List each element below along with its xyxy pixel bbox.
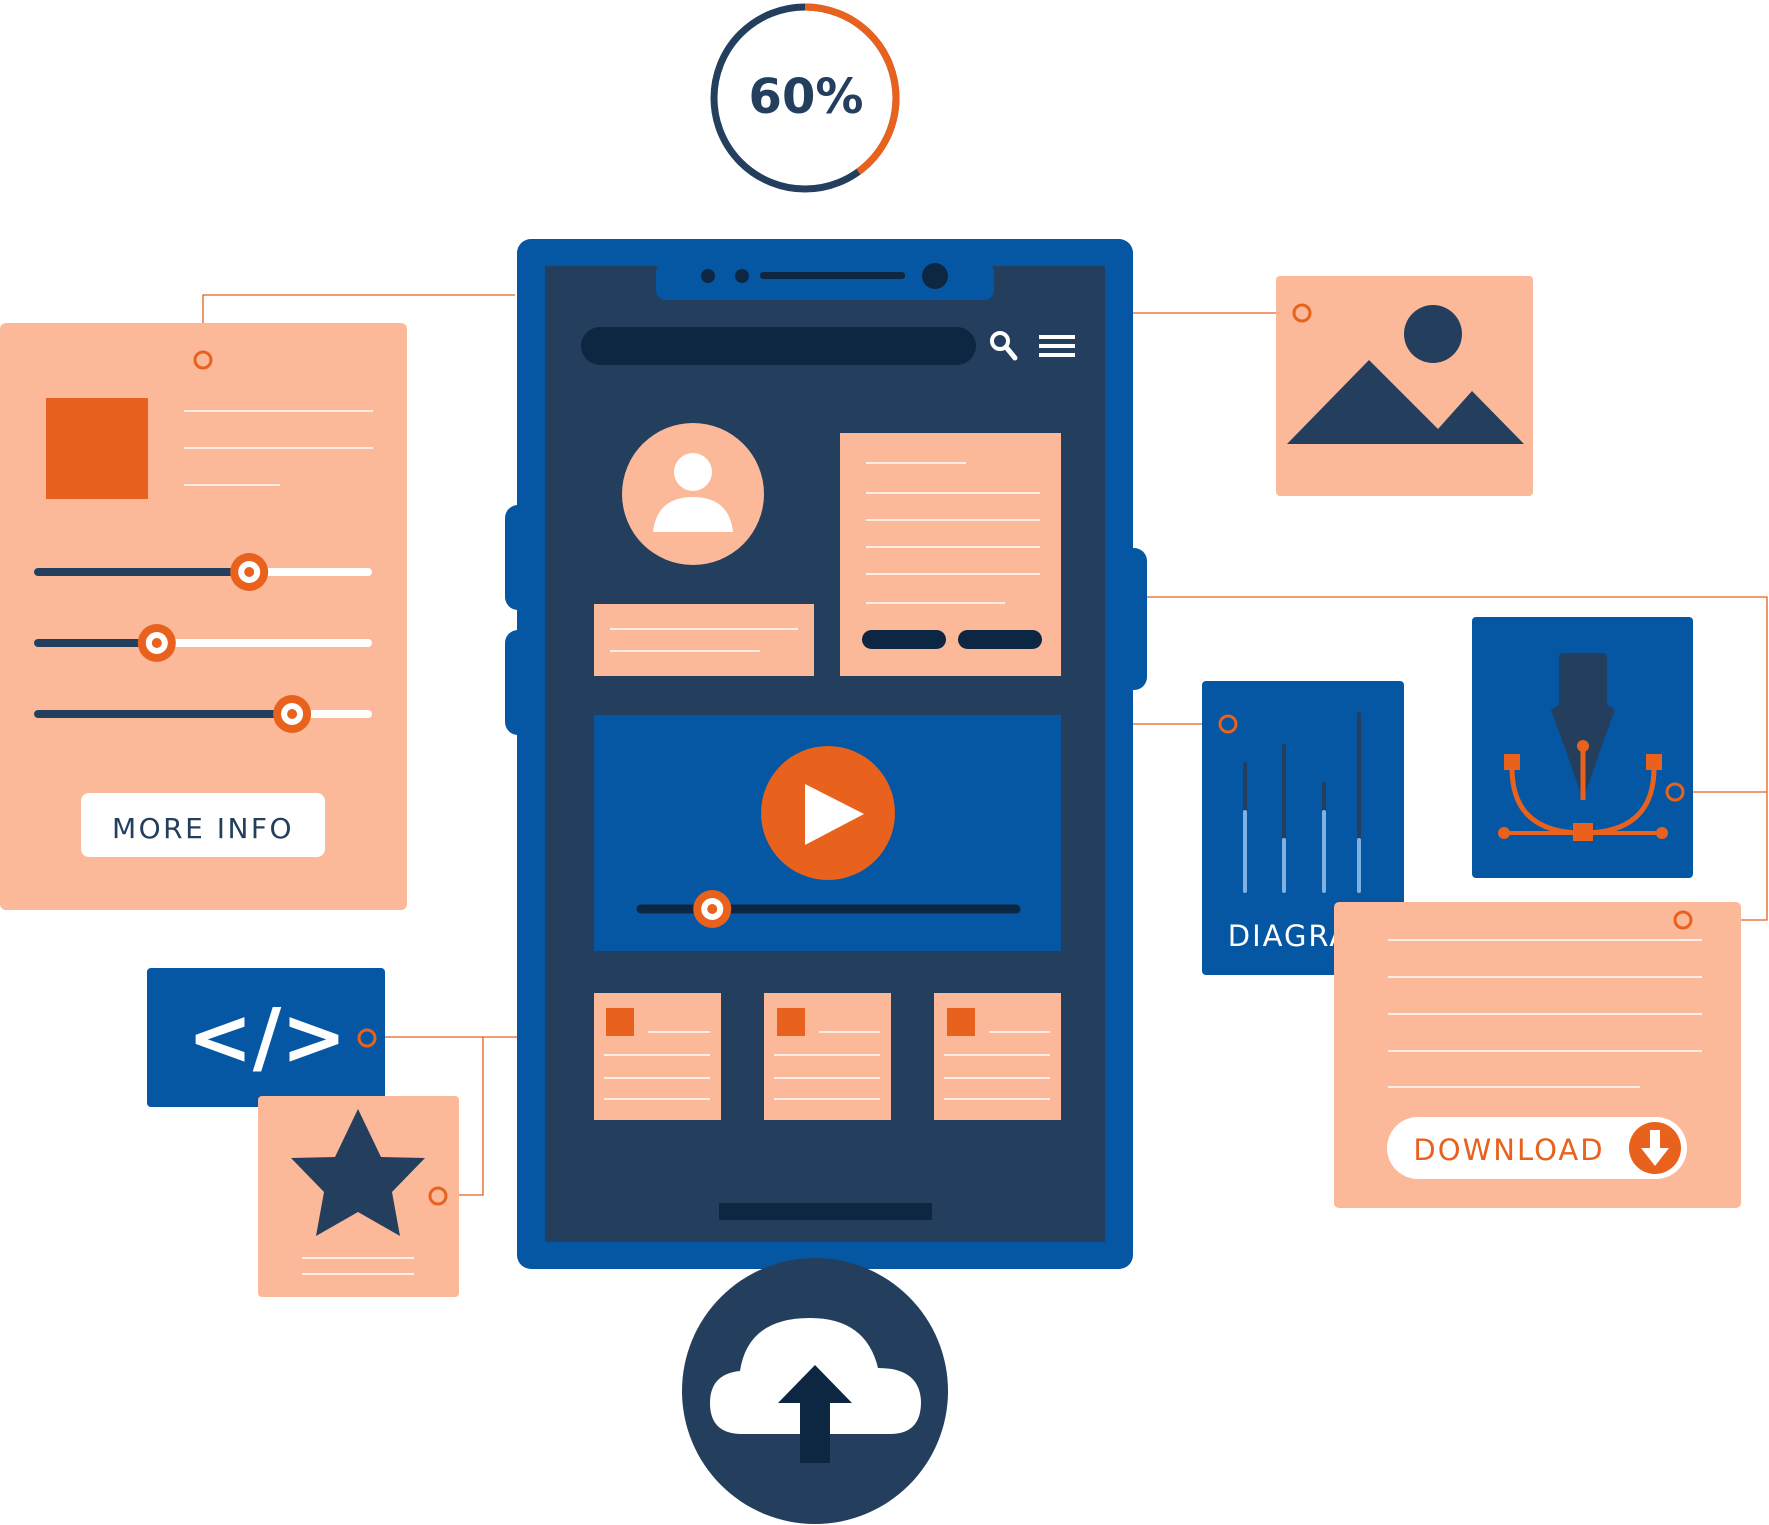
thumbnail xyxy=(46,398,148,499)
download-button[interactable]: DOWNLOAD xyxy=(1387,1117,1687,1179)
card-button[interactable] xyxy=(958,630,1042,649)
more-info-label: MORE INFO xyxy=(112,812,294,845)
cloud-upload-icon[interactable] xyxy=(682,1258,948,1524)
more-info-button[interactable] xyxy=(81,793,325,857)
search-input[interactable] xyxy=(581,327,976,365)
video-progress-thumb[interactable] xyxy=(693,890,732,928)
code-icon: </> xyxy=(187,993,346,1083)
slider-thumb[interactable] xyxy=(273,695,312,733)
pen-tool-icon xyxy=(1498,653,1668,841)
connector-dot xyxy=(1665,782,1685,802)
profile-name-card xyxy=(594,604,814,676)
pen-tool-card xyxy=(1472,617,1693,878)
menu-icon[interactable] xyxy=(1039,335,1075,357)
download-card: DOWNLOAD xyxy=(1334,902,1741,1208)
card-button[interactable] xyxy=(862,630,946,649)
mini-card xyxy=(594,993,721,1120)
image-card xyxy=(1276,276,1533,496)
camera-icon xyxy=(922,263,948,289)
progress-arc xyxy=(710,3,900,193)
progress-ring: 60% xyxy=(710,3,900,193)
slider[interactable] xyxy=(34,553,372,591)
settings-panel: MORE INFO xyxy=(0,323,407,910)
mini-card xyxy=(934,993,1061,1120)
connector-lines xyxy=(202,294,1768,1196)
home-indicator xyxy=(719,1203,932,1220)
phone xyxy=(505,239,1147,1269)
slider-thumb[interactable] xyxy=(137,624,176,662)
slider[interactable] xyxy=(34,624,372,662)
star-icon xyxy=(291,1109,425,1236)
diagram-card: DIAGRAM xyxy=(1202,681,1404,975)
avatar-icon xyxy=(622,423,764,565)
connector-dot xyxy=(1673,910,1693,930)
connector-dot xyxy=(1292,303,1312,323)
connector-dot xyxy=(357,1028,377,1048)
progress-label: 60% xyxy=(749,69,864,125)
play-icon[interactable] xyxy=(761,746,895,880)
search-icon[interactable] xyxy=(990,331,1018,361)
connector-dot xyxy=(428,1186,448,1206)
code-card: </> xyxy=(147,968,385,1107)
mini-card xyxy=(764,993,891,1120)
download-icon xyxy=(1629,1122,1681,1174)
download-label: DOWNLOAD xyxy=(1413,1133,1604,1167)
slider-thumb[interactable] xyxy=(230,553,269,591)
connector-dot xyxy=(193,350,213,370)
slider[interactable] xyxy=(34,695,372,733)
star-card xyxy=(258,1096,459,1297)
connector-dot xyxy=(1218,714,1238,734)
image-icon xyxy=(1287,305,1524,444)
equalizer-bars xyxy=(1243,712,1361,893)
